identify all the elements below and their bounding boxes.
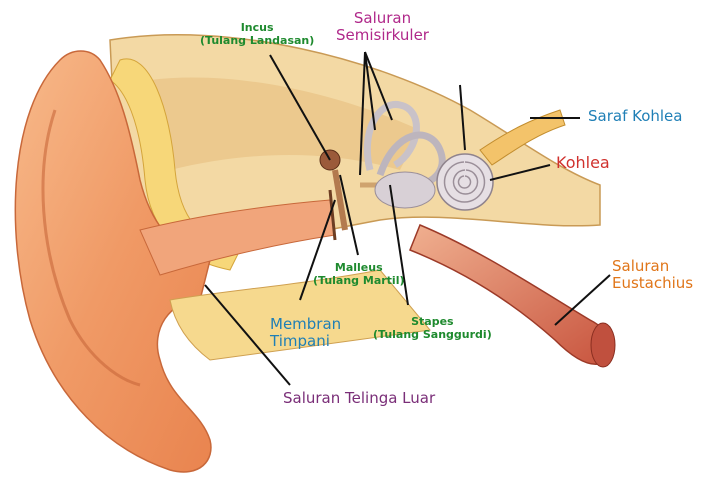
label-semicircular-line1: Saluran xyxy=(353,9,412,27)
label-semicircular-line2: Semisirkuler xyxy=(336,26,429,45)
label-tympanic-line1: Membran xyxy=(270,315,342,333)
tympanic-membrane xyxy=(328,189,337,241)
label-eustachian-line1: Saluran xyxy=(612,257,670,275)
label-semicircular: Saluran Semisirkuler xyxy=(336,9,429,45)
label-malleus-line2: (Tulang Martil) xyxy=(313,273,405,287)
label-malleus-line1: Malleus xyxy=(334,261,383,274)
label-stapes-line1: Stapes xyxy=(411,315,454,328)
label-eustachian: Saluran Eustachius xyxy=(612,257,694,293)
label-eustachian-line2: Eustachius xyxy=(612,274,694,293)
leader-lines xyxy=(204,51,611,386)
malleus-bone xyxy=(332,169,348,231)
skin-layer-band xyxy=(109,58,241,271)
eustachian-opening xyxy=(590,322,616,368)
label-incus: Incus (Tulang Landasan) xyxy=(200,21,315,47)
label-malleus: Malleus (Tulang Martil) xyxy=(313,261,405,287)
vestibule xyxy=(374,171,436,209)
semicircular-canal-1 xyxy=(363,101,420,171)
label-tympanic: Membran Timpani xyxy=(270,315,342,351)
label-stapes: Stapes (Tulang Sanggurdi) xyxy=(373,315,492,341)
label-cochlea: Kohlea xyxy=(556,153,610,172)
label-incus-line1: Incus xyxy=(240,21,274,34)
label-outer-canal: Saluran Telinga Luar xyxy=(283,389,436,407)
label-incus-line2: (Tulang Landasan) xyxy=(200,33,315,47)
lower-tissue xyxy=(169,269,431,361)
label-stapes-line2: (Tulang Sanggurdi) xyxy=(373,327,492,341)
label-cochlear-nerve: Saraf Kohlea xyxy=(588,107,683,125)
cochlea-spiral xyxy=(443,161,486,203)
auricle xyxy=(14,50,212,473)
label-tympanic-line2: Timpani xyxy=(270,332,330,351)
cochlear-nerve xyxy=(479,109,566,166)
auricle-inner-fold xyxy=(41,109,141,387)
eustachian-tube xyxy=(409,224,613,365)
bone-texture xyxy=(150,77,420,170)
